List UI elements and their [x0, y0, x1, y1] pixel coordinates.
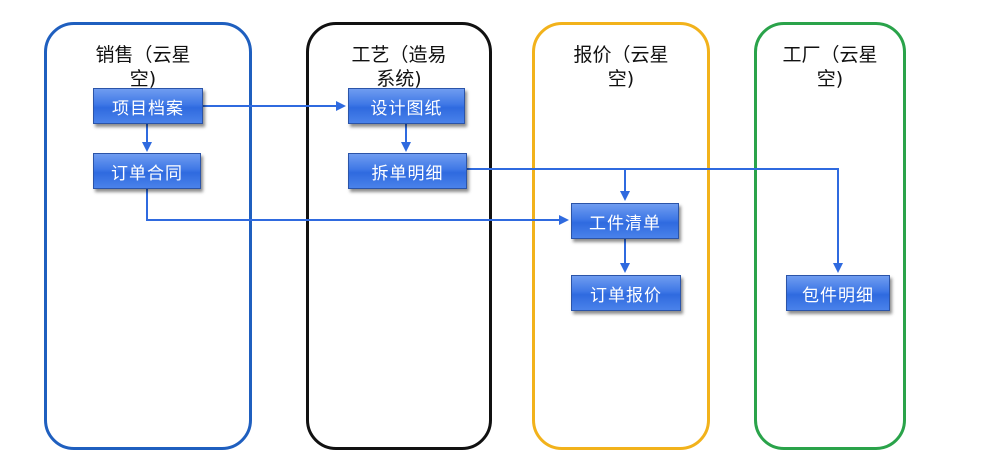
edge-split-to-package	[625, 168, 843, 273]
edge-contract-to-workpiece	[146, 189, 569, 225]
node-project-file[interactable]: 项目档案	[93, 88, 203, 124]
node-order-contract[interactable]: 订单合同	[93, 153, 201, 189]
lane-sales-title: 销售（云星 空)	[95, 44, 191, 90]
node-package-detail[interactable]: 包件明细	[786, 275, 890, 311]
node-split-detail[interactable]: 拆单明细	[348, 153, 467, 189]
lane-quote-title: 报价（云星 空)	[573, 44, 669, 90]
node-workpiece-list[interactable]: 工件清单	[571, 203, 679, 239]
edge-split-to-workpiece	[467, 168, 630, 201]
node-order-quote[interactable]: 订单报价	[571, 275, 681, 311]
lane-factory: 工厂（云星 空)	[754, 22, 906, 450]
lane-process-title: 工艺（造易 系统)	[351, 44, 447, 90]
node-design-drawing[interactable]: 设计图纸	[348, 88, 465, 124]
lane-factory-title: 工厂（云星 空)	[782, 44, 878, 90]
